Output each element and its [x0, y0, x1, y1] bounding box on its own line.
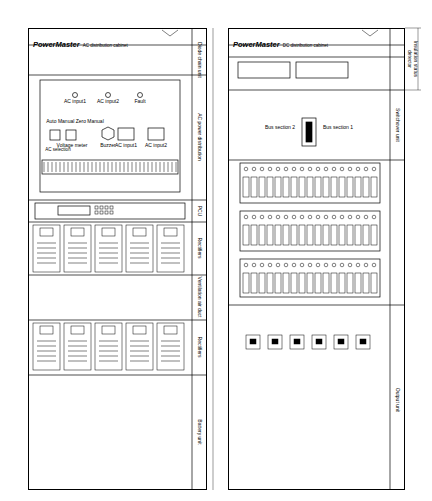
cabinet-title: DC distribution cabinet — [283, 43, 328, 48]
panel-label: Auto Manual Zero Manual — [46, 119, 104, 125]
panel-label: AC input1 — [64, 99, 86, 105]
section-label: Switchover unit — [394, 108, 400, 142]
panel-label: Bus section 1 — [323, 125, 353, 131]
section-label: Ventilation air duct — [196, 277, 202, 318]
panel-label: AC input2 — [145, 143, 167, 149]
section-label: AC power distribution — [196, 113, 202, 161]
panel-label: AC input1 — [115, 143, 137, 149]
brand-name: PowerMaster — [33, 40, 80, 49]
panel-label: Fault — [134, 99, 145, 105]
cabinet: PowerMasterAC distribution cabinet — [28, 28, 207, 490]
cabinet-title: AC distribution cabinet — [83, 43, 128, 48]
section-label: PCU — [196, 206, 202, 217]
panel-label: AC selection — [45, 148, 70, 153]
section-label: Battery unit — [196, 419, 202, 444]
brand-name: PowerMaster — [233, 40, 280, 49]
section-label: Insulation status detector — [407, 39, 418, 79]
panel-label: Buzzer — [100, 143, 116, 149]
section-label: Output unit — [394, 388, 400, 412]
cabinet: PowerMasterDC distribution cabinet — [228, 28, 405, 490]
section-label: Rectifiers — [196, 337, 202, 358]
section-label: Rectifiers — [196, 238, 202, 259]
panel-label: AC input2 — [97, 99, 119, 105]
panel-label: Bus section 2 — [265, 125, 295, 131]
section-label: Diode chain unit — [196, 42, 202, 78]
